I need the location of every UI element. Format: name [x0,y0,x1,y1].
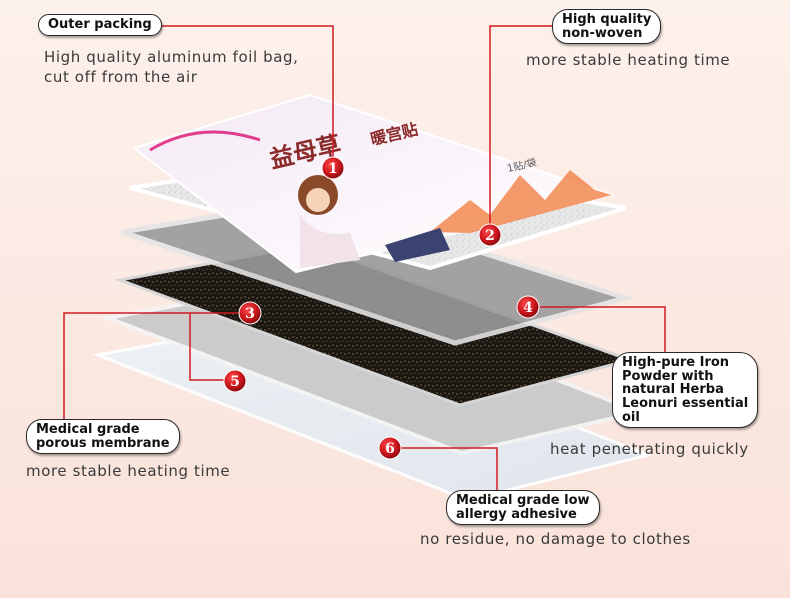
marker-5: 5 [224,370,246,392]
callout-adhesive-title: Medical grade low allergy adhesive [446,490,600,525]
callout-2-title-line-1: High quality [562,13,651,27]
callout-adhesive-description: no residue, no damage to clothes [420,529,691,549]
callout-porous-membrane-title: Medical grade porous membrane [26,419,180,454]
callout-3-title-line-1: Medical grade [36,423,170,437]
callout-4-title-line-1: High-pure Iron [622,356,748,370]
callout-porous-membrane-description: more stable heating time [26,461,230,481]
callout-iron-powder-description: heat penetrating quickly [550,439,749,459]
callout-outer-packing-description: High quality aluminum foil bag, cut off … [44,47,299,88]
marker-3-number: 3 [245,306,255,322]
callout-4-title-line-5: oil [622,411,748,425]
callout-6-title-line-1: Medical grade low [456,494,590,508]
callout-1-desc-line-1: High quality aluminum foil bag, [44,47,299,67]
callout-outer-packing-title: Outer packing [38,14,162,36]
marker-6-number: 6 [385,441,395,457]
marker-2-number: 2 [485,228,495,244]
callout-2-desc-line-1: more stable heating time [526,50,730,70]
callout-3-desc-line-1: more stable heating time [26,461,230,481]
marker-3: 3 [239,302,261,324]
callout-1-title-line-1: Outer packing [48,18,152,32]
woman-face-graphic [306,188,330,212]
callout-4-desc-line-1: heat penetrating quickly [550,439,749,459]
callout-nonwoven-title: High quality non-woven [552,9,661,44]
callout-1-desc-line-2: cut off from the air [44,67,299,87]
marker-1-number: 1 [328,161,338,177]
callout-iron-powder-title: High-pure Iron Powder with natural Herba… [612,352,758,428]
callout-4-title-line-3: natural Herba [622,383,748,397]
callout-3-title-line-2: porous membrane [36,437,170,451]
callout-4-title-line-4: Leonuri essential [622,397,748,411]
callout-4-title-line-2: Powder with [622,370,748,384]
marker-2: 2 [479,224,501,246]
marker-5-number: 5 [230,374,240,390]
marker-4: 4 [517,296,539,318]
callout-6-title-line-2: allergy adhesive [456,508,590,522]
callout-6-desc-line-1: no residue, no damage to clothes [420,529,691,549]
callout-2-title-line-2: non-woven [562,27,651,41]
marker-6: 6 [379,437,401,459]
marker-4-number: 4 [523,300,533,316]
callout-nonwoven-description: more stable heating time [526,50,730,70]
marker-1: 1 [322,157,344,179]
